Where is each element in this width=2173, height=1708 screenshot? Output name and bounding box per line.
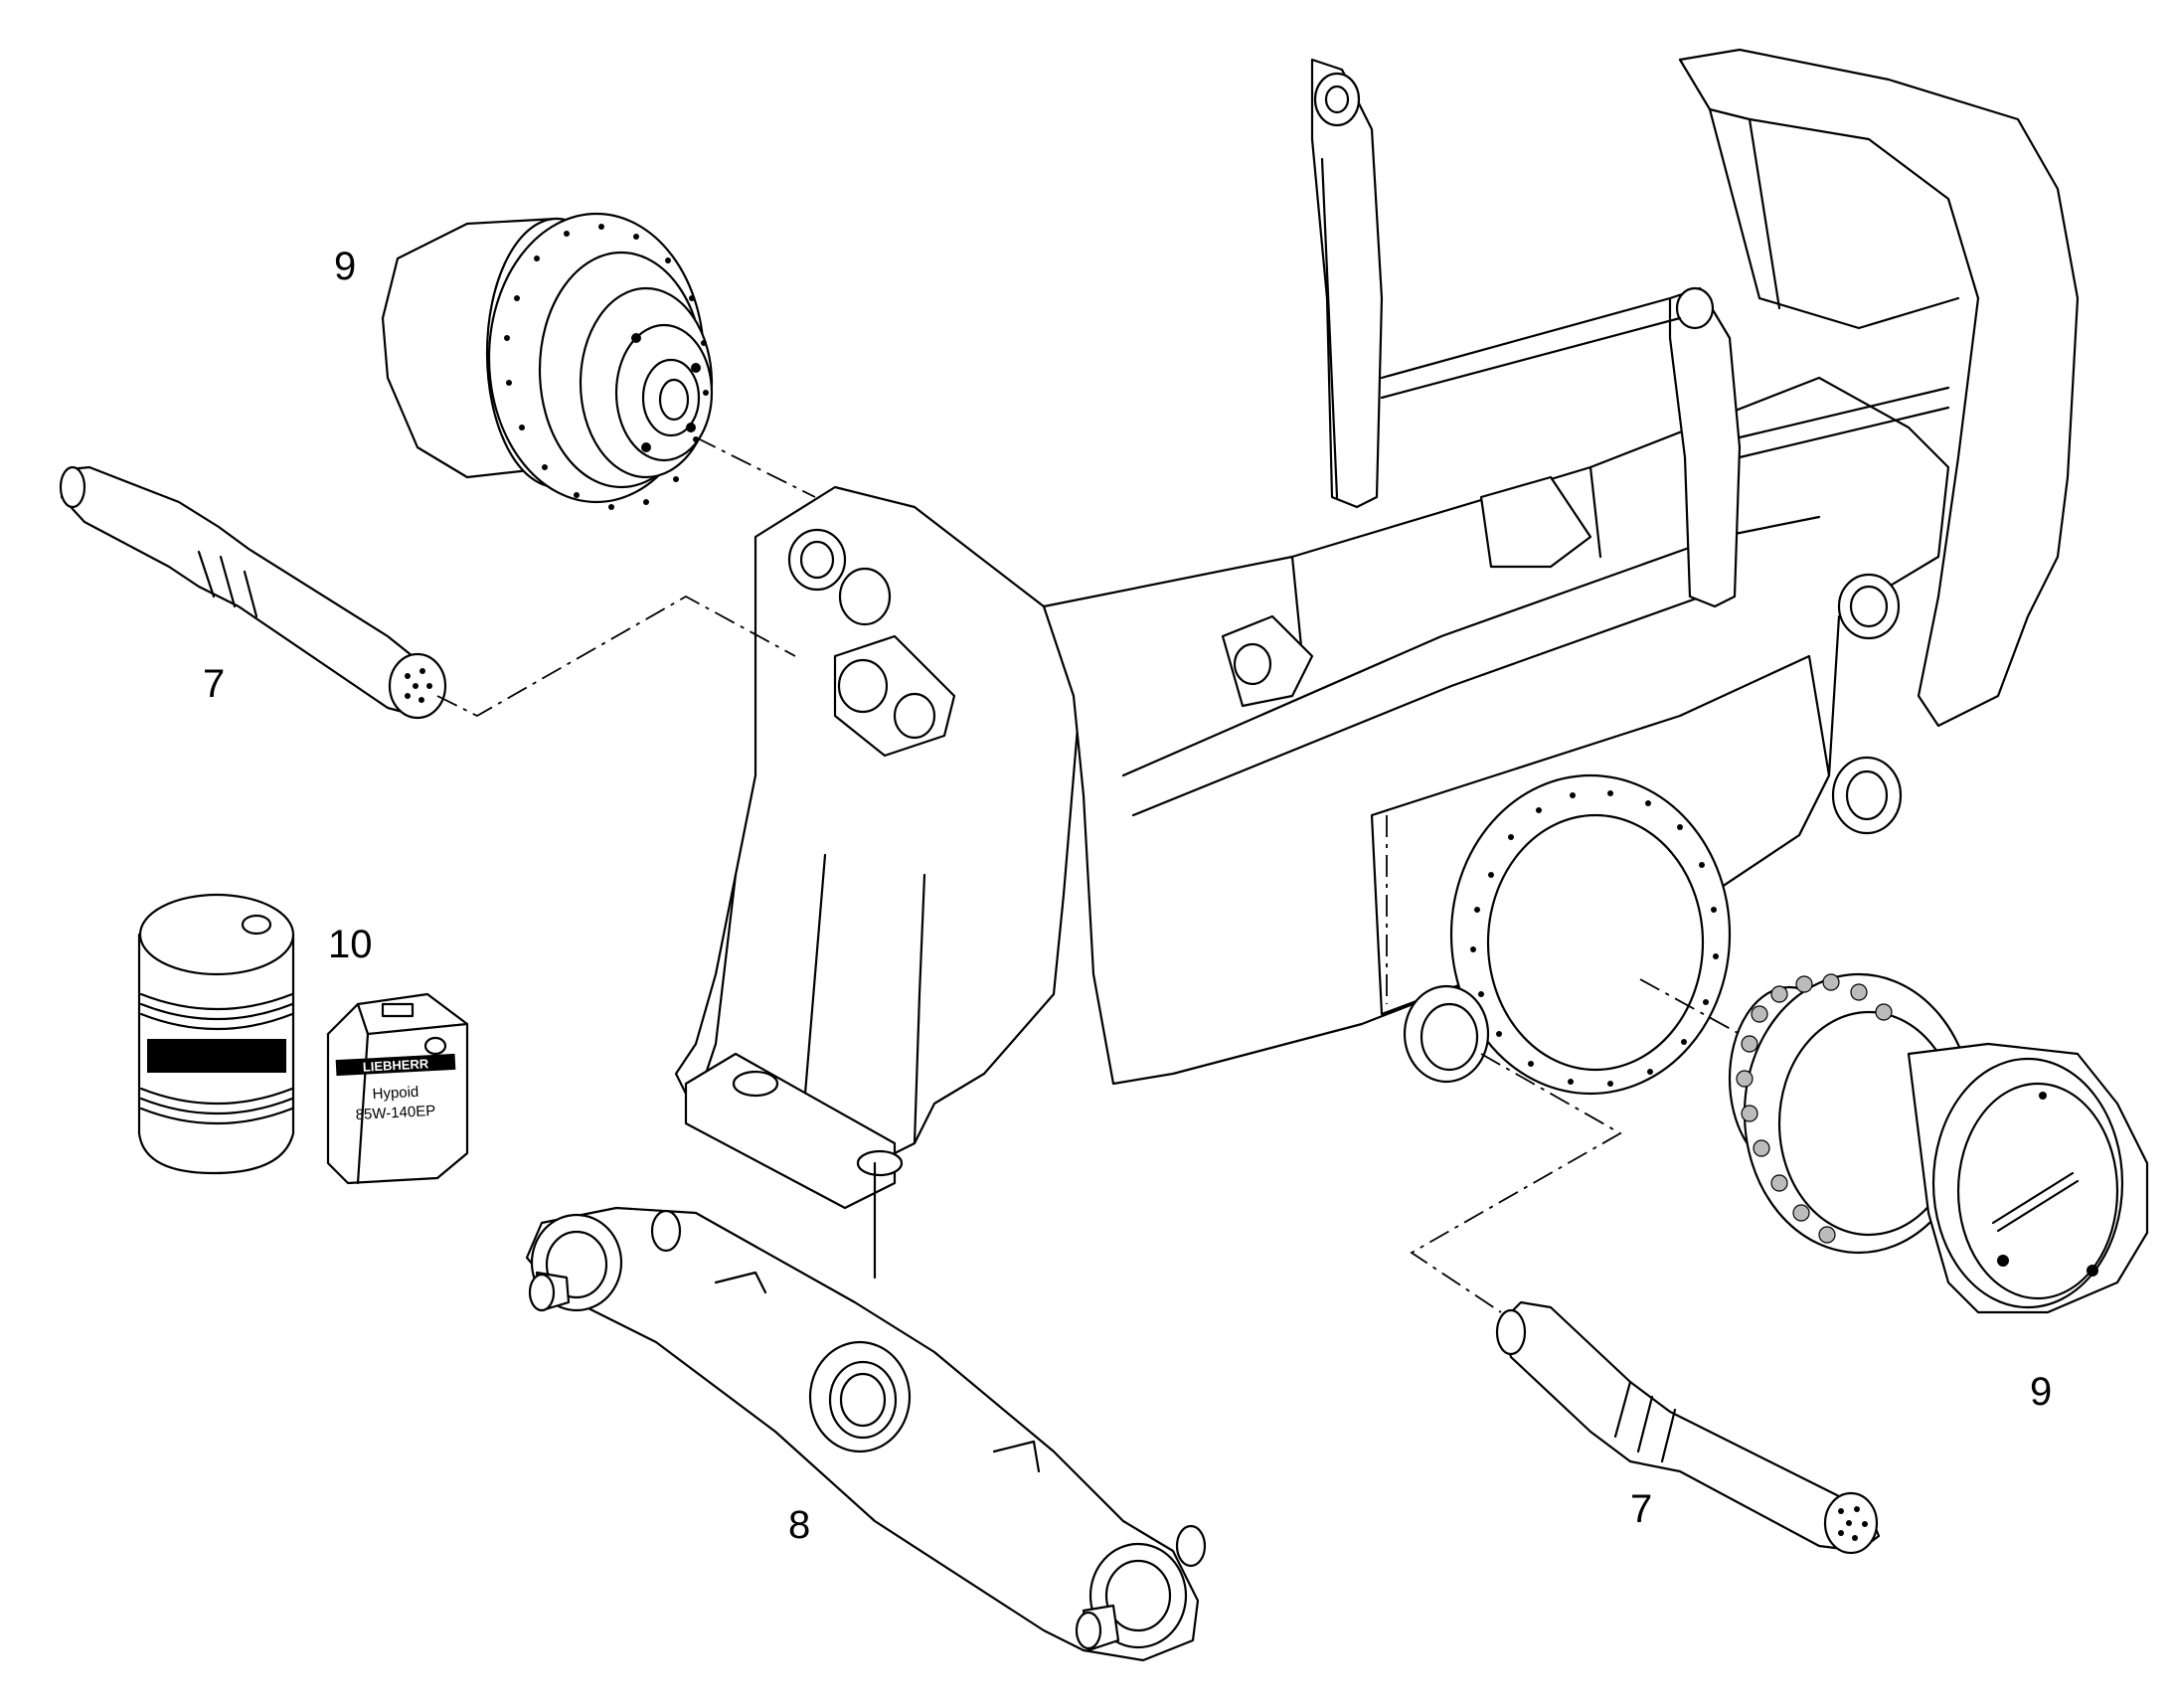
final-drive-hub-top xyxy=(381,212,714,510)
oil-drum xyxy=(137,893,295,1175)
oil-canister: LIEBHERR Hypoid 85W-140EP xyxy=(326,992,469,1185)
canister-viscosity-text: 85W-140EP xyxy=(355,1103,435,1123)
callout-shaft-bottom: 7 xyxy=(1630,1487,1653,1531)
callout-shaft-top: 7 xyxy=(203,662,226,706)
canister-hypoid-text: Hypoid xyxy=(372,1084,419,1103)
bore-bolt-ring xyxy=(1470,790,1719,1087)
axle-shaft-top xyxy=(59,465,447,720)
canister-brand-text: LIEBHERR xyxy=(362,1056,429,1074)
axle-shaft-bottom xyxy=(1495,1300,1881,1555)
callout-hub-top: 9 xyxy=(334,245,357,288)
hub-right-bolts xyxy=(1736,973,1893,1244)
callout-hub-right: 9 xyxy=(2030,1370,2053,1414)
oscillating-axle-beam xyxy=(525,1161,1207,1662)
hub-top-bolts xyxy=(504,224,709,510)
assembly-lines xyxy=(436,436,1741,1313)
callout-axle-beam: 8 xyxy=(788,1503,811,1547)
final-drive-hub-right xyxy=(1728,972,2149,1314)
undercarriage-frame xyxy=(674,48,2080,1210)
callout-oil: 10 xyxy=(328,923,373,966)
